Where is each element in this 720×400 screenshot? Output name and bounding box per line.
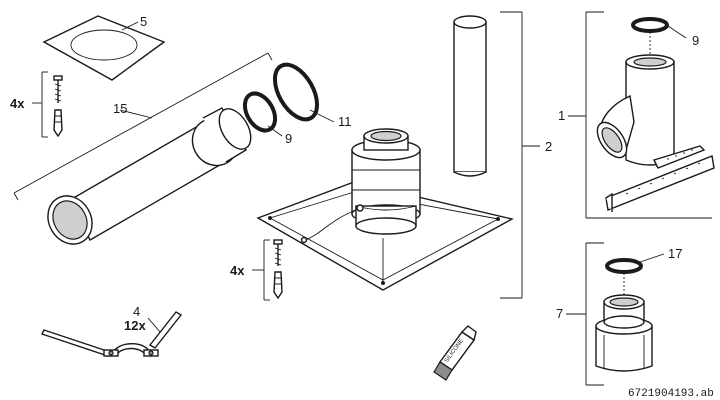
adapter-piece xyxy=(566,242,665,386)
label-2: 2 xyxy=(545,139,552,154)
flashing-plate xyxy=(42,15,166,81)
label-11: 11 xyxy=(338,114,352,129)
pipe-brackets xyxy=(41,311,183,357)
drawing-code: 6721904193.ab xyxy=(628,388,714,400)
clamp-ring xyxy=(272,62,335,123)
label-4: 4 xyxy=(133,304,140,319)
silicone-tube xyxy=(433,325,477,381)
label-17: 17 xyxy=(668,246,682,261)
label-9-elbow: 9 xyxy=(692,33,699,48)
roof-flashing xyxy=(256,181,514,291)
extension-pipe xyxy=(13,52,273,245)
label-5: 5 xyxy=(140,14,147,29)
screw-dowel-set-center xyxy=(252,239,283,301)
quantity-screws-left: 4x xyxy=(10,96,25,111)
quantity-screws-center: 4x xyxy=(230,263,245,278)
label-9-left: 9 xyxy=(285,131,292,146)
label-1: 1 xyxy=(558,108,565,123)
screw-dowel-set-left xyxy=(32,71,63,138)
seal-ring-left xyxy=(242,91,283,137)
label-15: 15 xyxy=(113,101,127,116)
elbow-bracket xyxy=(568,11,715,219)
quantity-brackets: 12x xyxy=(124,318,146,333)
roof-terminal xyxy=(300,128,421,244)
label-7: 7 xyxy=(556,306,563,321)
vertical-pipe xyxy=(453,11,540,299)
